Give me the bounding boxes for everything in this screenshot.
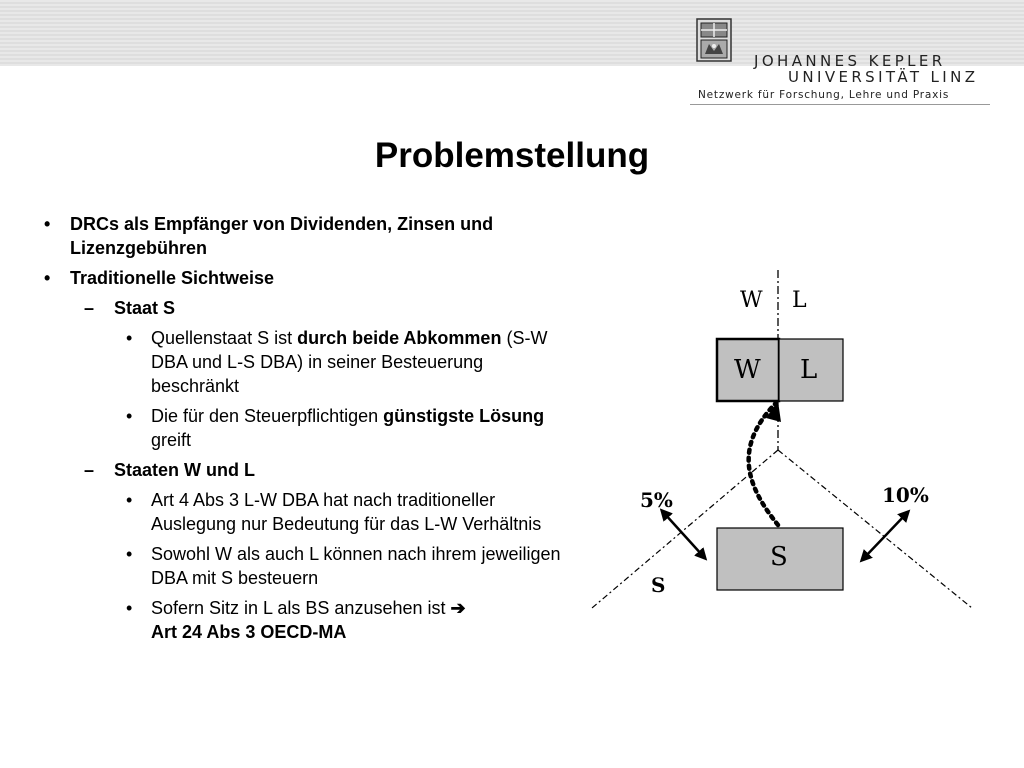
text-part: Art 4 Abs 3 L-W DBA hat nach traditionel… [151,490,542,534]
subitem-staaten-w-und-l: – Staaten W und L [44,458,564,482]
double-arrow-left [659,508,708,561]
text-bold: Art 24 Abs 3 OECD-MA [151,622,347,642]
subsubitem-quellenstaat: • Quellenstaat S ist durch beide Abkomme… [44,326,564,398]
university-logo: JOHANNES KEPLER UNIVERSITÄT LINZ Netzwer… [690,14,1000,114]
university-seal-icon [696,18,732,62]
box-l [778,338,844,402]
box-w-label: W [734,355,761,385]
bullet-marker: • [126,490,133,510]
bullet-marker: • [126,328,133,348]
text-bold: günstigste Lösung [383,406,545,426]
rate-label-left: 5% [640,488,673,512]
text-part: (S-W DBA und L-S DBA) in seiner Besteuer… [151,328,548,396]
right-arrow-icon: ➔ [450,598,466,618]
subitem-staat-s: – Staat S [44,296,564,320]
rate-label-right: 10% [882,483,929,507]
subitem-text: Staat S [114,298,176,318]
bullet-marker: • [126,544,133,564]
box-l-label: L [800,355,817,385]
bullet-text: Traditionelle Sichtweise [70,268,275,288]
bullet-text: DRCs als Empfänger von Dividenden, Zinse… [70,214,494,258]
bullet-marker: • [126,406,133,426]
subsubitem-sowohl-w-als-auch-l: • Sowohl W als auch L können nach ihrem … [44,542,564,590]
university-tagline: Netzwerk für Forschung, Lehre und Praxis [698,89,950,101]
university-name-line2: UNIVERSITÄT LINZ [788,68,979,86]
dash-marker: – [84,298,95,318]
text-part: Die für den Steuerpflichtigen [151,406,384,426]
country-label-s: S [651,573,665,597]
text-part: greift [151,430,192,450]
bullet-list: • DRCs als Empfänger von Dividenden, Zin… [44,212,564,650]
box-s-label: S [770,542,788,572]
university-name-line1: JOHANNES KEPLER [754,52,946,70]
dotted-arrow-head [766,401,781,422]
text-bold: durch beide Abkommen [297,328,502,348]
tax-diagram: W L W L S 5% 10% S [591,270,973,609]
bullet-item-traditionelle-sichtweise: • Traditionelle Sichtweise [44,266,564,290]
dash-marker: – [84,460,95,480]
subitem-text: Staaten W und L [114,460,255,480]
country-label-w-top: W [740,288,763,313]
bullet-item-drcs: • DRCs als Empfänger von Dividenden, Zin… [44,212,564,260]
text-part: Sowohl W als auch L können nach ihrem je… [151,544,561,588]
bullet-marker: • [44,214,51,234]
double-arrow-right [859,509,911,563]
text-part: Quellenstaat S ist [151,328,298,348]
text-part: Sofern Sitz in L als BS anzusehen ist [151,598,451,618]
subsubitem-art4: • Art 4 Abs 3 L-W DBA hat nach tradition… [44,488,564,536]
subsubitem-guenstigste-loesung: • Die für den Steuerpflichtigen günstigs… [44,404,564,452]
country-label-l-top: L [792,288,807,313]
slide-title: Problemstellung [374,136,650,175]
box-s [716,527,844,591]
header-band [0,0,1024,66]
dotted-arrow [746,400,781,528]
bullet-marker: • [44,268,51,288]
logo-divider [690,104,990,105]
subsubitem-sofern-sitz: • Sofern Sitz in L als BS anzusehen ist … [44,596,564,644]
bullet-marker: • [126,598,133,618]
